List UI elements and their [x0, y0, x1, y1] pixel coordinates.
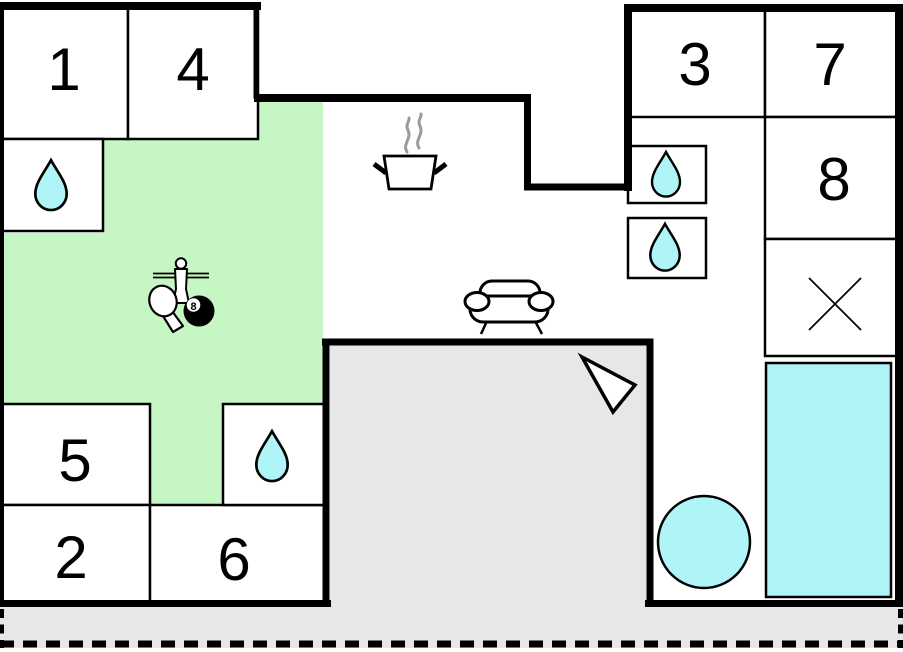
room-5-label: 5 [58, 427, 91, 494]
steam-icon [404, 112, 423, 154]
room-1 [0, 3, 130, 141]
rooms [0, 3, 901, 605]
room-3-label: 3 [678, 31, 711, 98]
room-8 [763, 115, 901, 241]
room-7-label: 7 [813, 31, 846, 98]
billiard-ball-icon: 8 [183, 295, 215, 327]
room-labels: 1 4 3 7 8 5 2 6 [47, 31, 850, 593]
entrance-arrow-icon [577, 352, 638, 416]
property-boundary [0, 609, 903, 648]
terrace-area [0, 345, 903, 648]
room-1-label: 1 [47, 36, 80, 103]
water-icons [33, 150, 893, 599]
kitchen-icons [372, 112, 448, 191]
swimming-pool [764, 361, 893, 599]
sofa-icon [463, 279, 555, 335]
billiard-ball-number: 8 [190, 301, 196, 313]
cooking-pot-icon [372, 154, 448, 191]
hot-tub-icon [656, 494, 752, 590]
room-4-label: 4 [176, 36, 209, 103]
room-6-label: 6 [217, 526, 250, 593]
table-tennis-paddle-icon [148, 284, 185, 334]
room-8-label: 8 [817, 146, 850, 213]
walls [0, 2, 903, 607]
game-icons: 8 [148, 257, 215, 334]
room-2-label: 2 [54, 524, 87, 591]
room-x [763, 237, 901, 358]
room-7 [763, 6, 901, 119]
x-mark-icon [808, 277, 862, 331]
